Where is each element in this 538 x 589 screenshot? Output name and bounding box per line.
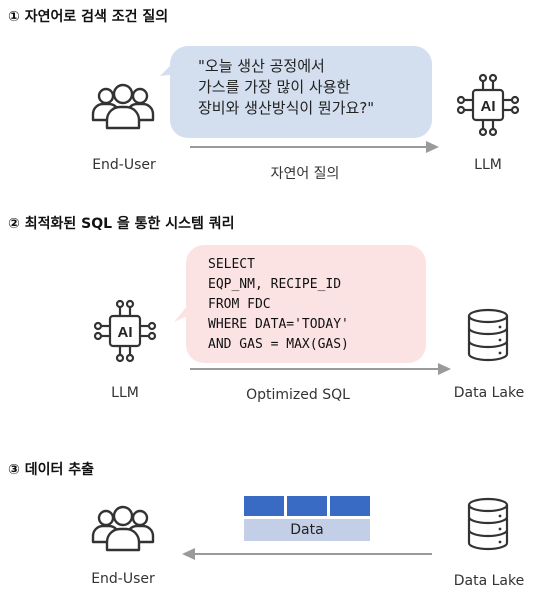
step1-target-label: LLM — [474, 157, 502, 173]
step2-heading: ② 최적화된 SQL 을 통한 시스템 쿼리 — [8, 216, 235, 232]
bubble-line: 장비와 생산방식이 뭔가요?" — [198, 99, 375, 117]
bubble-line: "오늘 생산 공정에서 — [198, 57, 325, 75]
data-header-cell — [330, 496, 370, 516]
arrow-right — [190, 141, 439, 153]
sql-line: WHERE DATA='TODAY' — [208, 317, 349, 332]
step1-source-label: End-User — [92, 157, 156, 173]
sql-query-bubble: SELECT EQP_NM, RECIPE_ID FROM FDC WHERE … — [186, 245, 426, 363]
bubble-line: 가스를 가장 많이 사용한 — [198, 78, 351, 96]
data-label: Data — [244, 519, 370, 541]
chip-text: AI — [481, 98, 496, 115]
step2-source-label: LLM — [111, 385, 139, 401]
sql-line: FROM FDC — [208, 297, 271, 312]
bubble-tail — [160, 58, 178, 76]
arrow-right — [190, 363, 451, 375]
step1-arrow-label: 자연어 질의 — [270, 166, 340, 182]
natural-language-bubble: "오늘 생산 공정에서 가스를 가장 많이 사용한 장비와 생산방식이 뭔가요?… — [170, 46, 432, 138]
data-header-cell — [244, 496, 284, 516]
chip-text: AI — [118, 324, 133, 341]
step3-heading: ③ 데이터 추출 — [8, 462, 95, 478]
step3-source-label: Data Lake — [453, 573, 525, 589]
sql-line: SELECT — [208, 257, 255, 272]
sql-line: EQP_NM, RECIPE_ID — [208, 277, 342, 292]
data-header-cell — [287, 496, 327, 516]
step2-target-label: Data Lake — [453, 385, 525, 401]
bubble-tail — [174, 300, 192, 322]
database-icon — [467, 308, 509, 362]
ai-chip-icon: AI — [456, 73, 520, 137]
step1-heading: ① 자연어로 검색 조건 질의 — [8, 9, 169, 25]
step3-target-label: End-User — [91, 571, 155, 587]
users-icon — [91, 505, 155, 552]
arrow-left — [182, 548, 432, 560]
database-icon — [467, 497, 509, 551]
data-table-graphic: Data — [244, 496, 370, 542]
sql-line: AND GAS = MAX(GAS) — [208, 337, 349, 352]
step2-arrow-label: Optimized SQL — [246, 387, 350, 403]
ai-chip-icon: AI — [93, 299, 157, 363]
users-icon — [91, 83, 155, 130]
